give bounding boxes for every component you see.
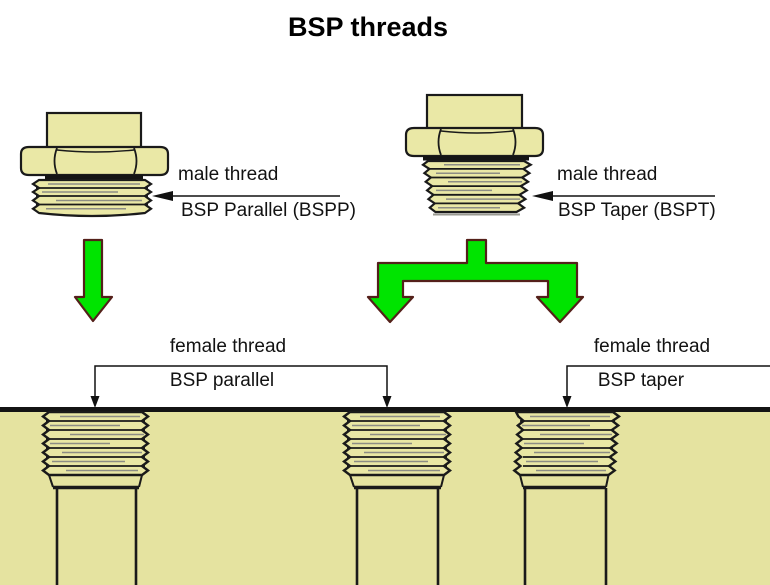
female-parallel-bracket <box>90 365 392 408</box>
male-fitting-bspt-icon <box>404 93 545 216</box>
bspp-callout-arrow <box>152 191 340 201</box>
bspp-body <box>45 111 143 150</box>
female-taper-bracket <box>562 365 770 408</box>
bspt-type-label: BSP Taper (BSPT) <box>558 200 716 221</box>
block-top-edge <box>0 407 770 412</box>
bspt-callout-arrow <box>532 191 715 201</box>
bspt-hex-nut <box>404 126 545 158</box>
female-thread-parallel-left-icon <box>41 410 150 585</box>
male-fitting-bspp-icon <box>19 111 170 218</box>
female-taper-type-label: BSP taper <box>597 370 685 391</box>
green-down-arrow-icon <box>73 238 114 323</box>
arrowhead-left-icon <box>532 191 553 201</box>
page-title: BSP threads <box>287 12 449 42</box>
green-fork-arrow-icon <box>366 238 585 324</box>
arrowhead-down-icon <box>90 396 100 408</box>
bspp-shoulder <box>45 175 143 180</box>
female-thread-parallel-middle-icon <box>342 410 452 585</box>
bspt-pointer-label: male thread <box>557 164 658 185</box>
female-taper-pointer-label: female thread <box>593 336 711 357</box>
bspp-pointer-label: male thread <box>178 164 279 185</box>
arrowhead-down-icon <box>562 396 572 408</box>
arrowhead-down-icon <box>382 396 392 408</box>
bspt-shoulder <box>423 156 529 161</box>
female-parallel-type-label: BSP parallel <box>169 370 275 391</box>
female-thread-taper-icon <box>512 410 622 585</box>
bspp-thread <box>31 178 153 218</box>
arrowhead-left-icon <box>152 191 173 201</box>
bspp-type-label: BSP Parallel (BSPP) <box>181 200 356 221</box>
female-parallel-pointer-label: female thread <box>169 336 287 357</box>
bspt-body <box>425 93 524 131</box>
bspp-hex-nut <box>19 145 170 177</box>
